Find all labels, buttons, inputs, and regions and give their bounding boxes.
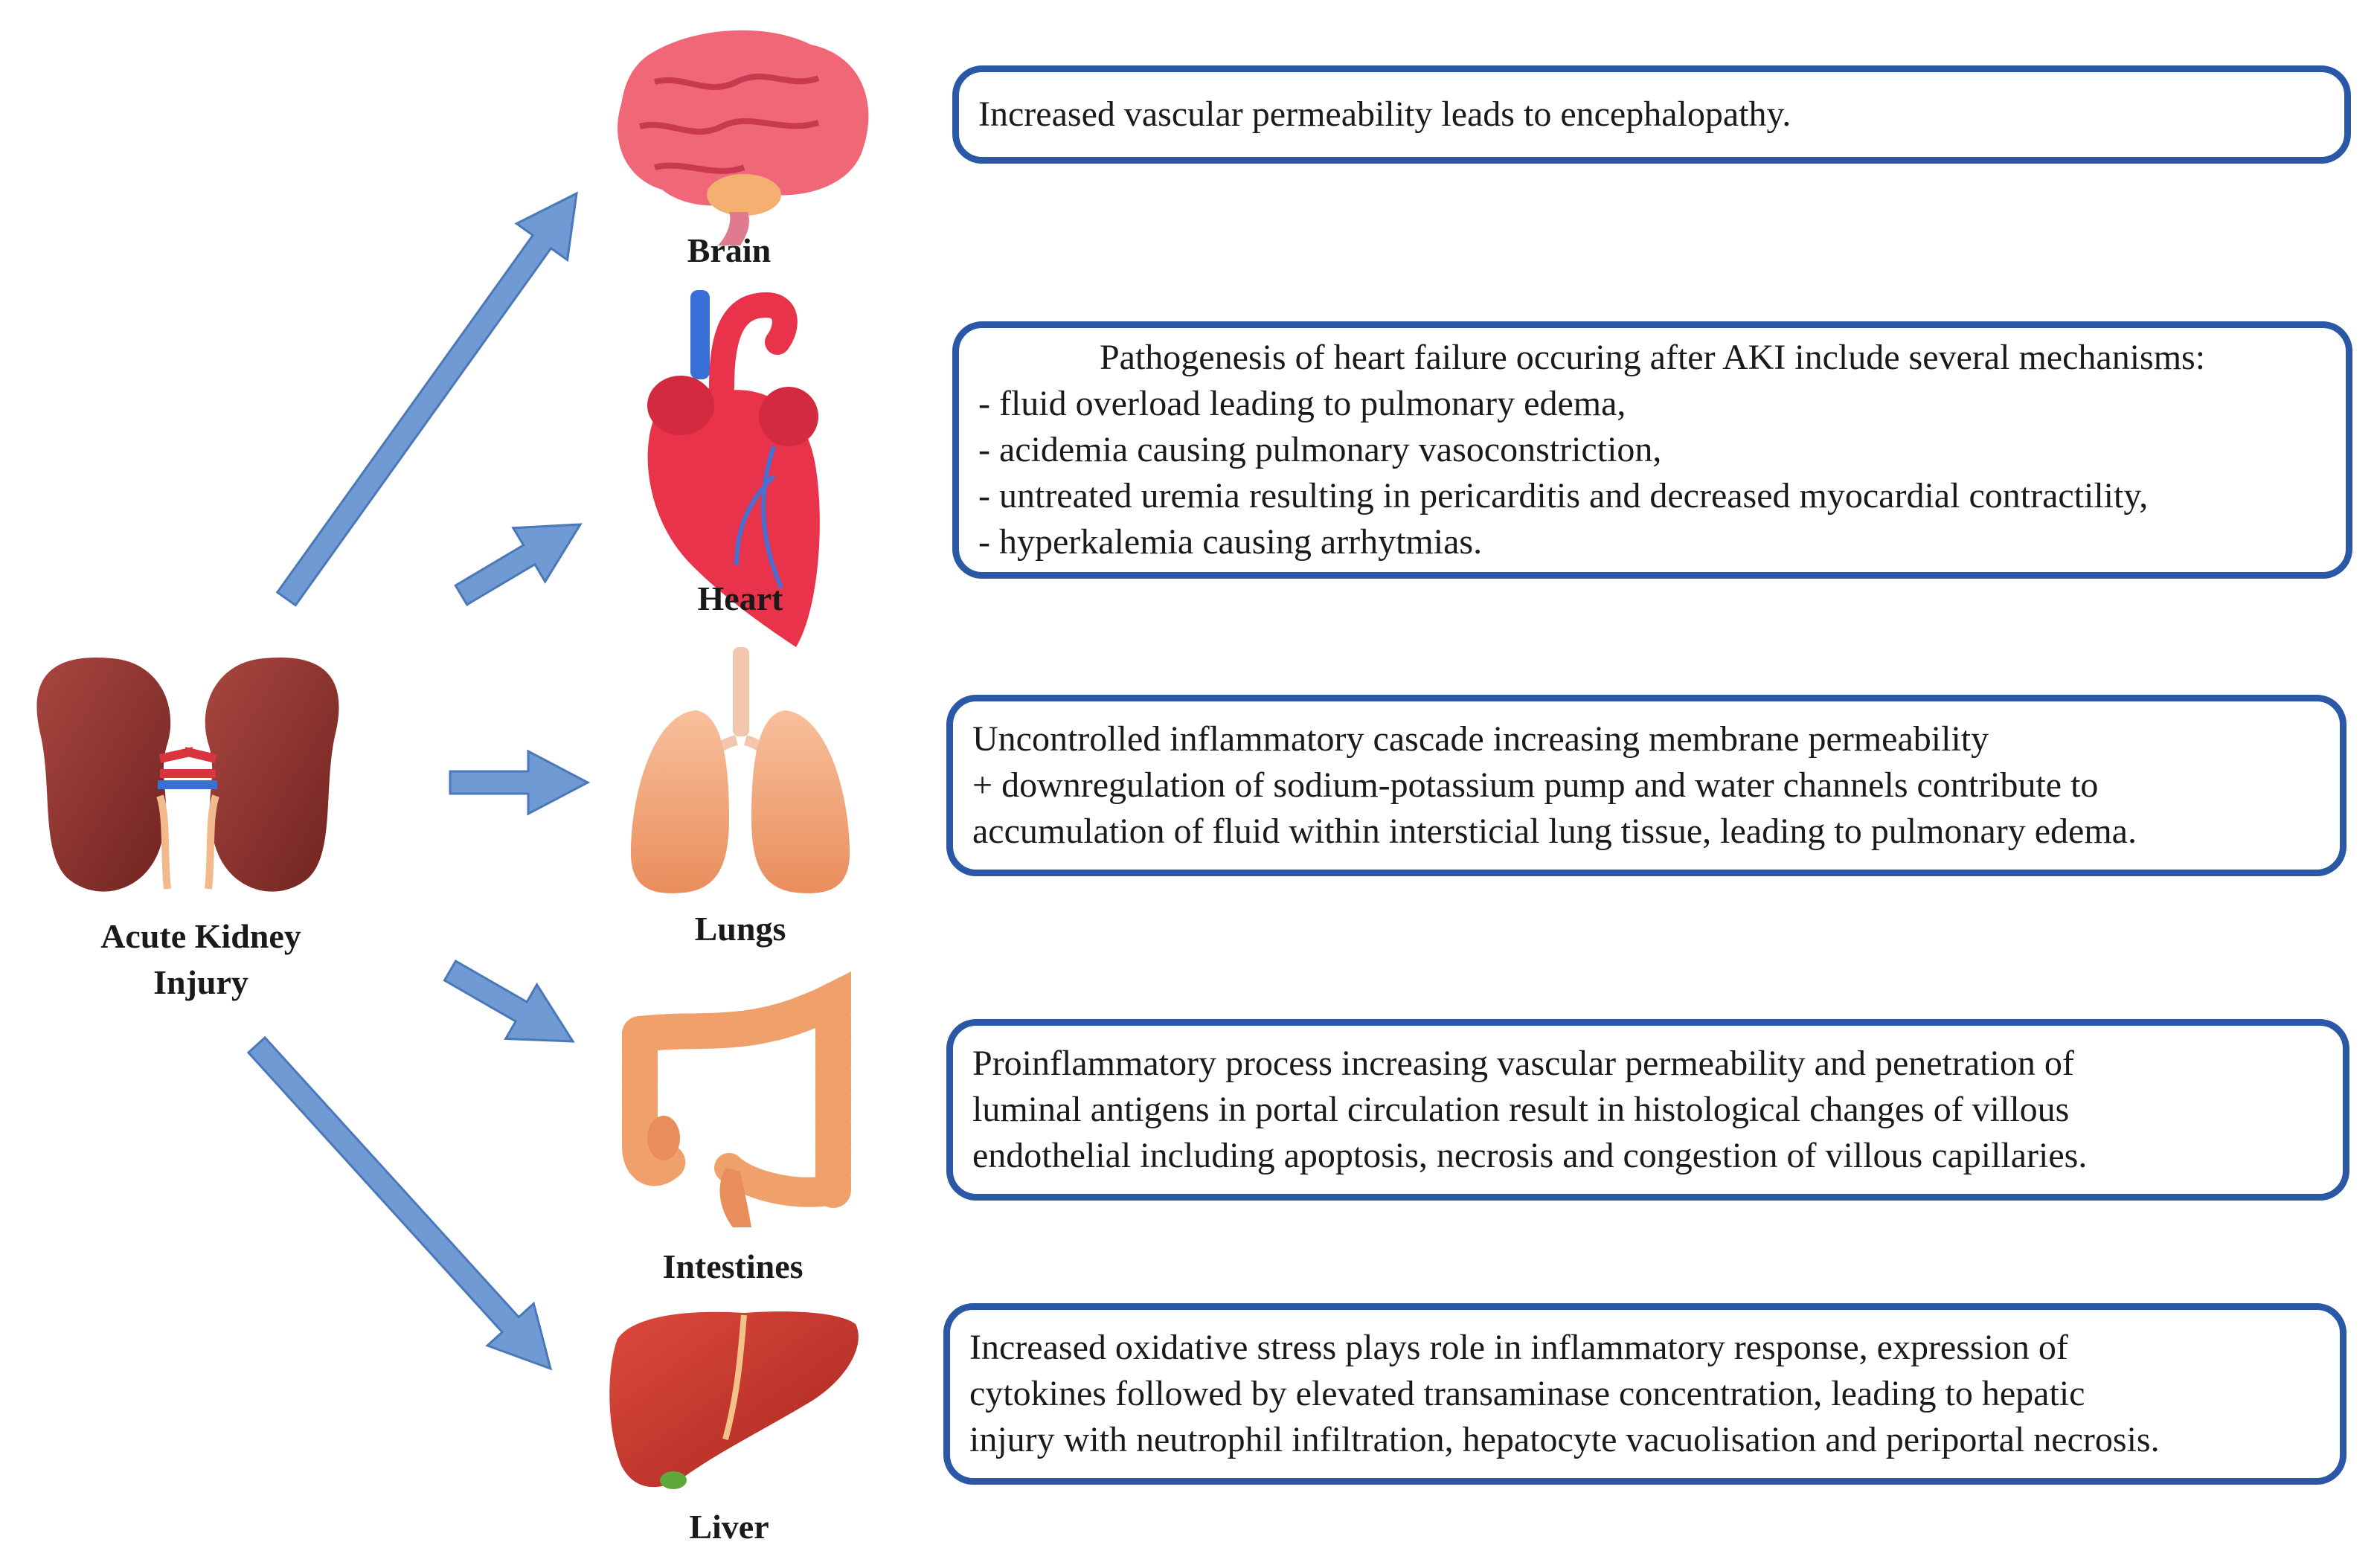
source-label-line2: Injury bbox=[153, 963, 248, 1001]
description-line: - fluid overload leading to pulmonary ed… bbox=[978, 384, 1626, 423]
description-line: Increased vascular permeability leads to… bbox=[978, 94, 1791, 134]
brain-icon bbox=[617, 30, 869, 245]
description-box-lungs: Uncontrolled inflammatory cascade increa… bbox=[946, 695, 2346, 876]
description-line: - hyperkalemia causing arrhytmias. bbox=[978, 522, 1483, 562]
arrow-to-liver bbox=[246, 1035, 553, 1371]
description-line: accumulation of fluid within intersticia… bbox=[972, 812, 2137, 851]
description-line: luminal antigens in portal circulation r… bbox=[972, 1090, 2070, 1129]
description-line: - untreated uremia resulting in pericard… bbox=[978, 476, 2149, 515]
arrow-to-brain bbox=[275, 191, 578, 607]
description-line: Uncontrolled inflammatory cascade increa… bbox=[972, 719, 1989, 759]
organ-label-brain: Brain bbox=[687, 231, 772, 269]
kidneys-icon bbox=[36, 657, 339, 892]
source-label: Acute Kidney Injury bbox=[82, 913, 320, 1006]
arrow-to-lungs bbox=[449, 749, 591, 816]
description-line: + downregulation of sodium-potassium pum… bbox=[972, 765, 2099, 805]
organ-label-intestines: Intestines bbox=[662, 1247, 803, 1285]
source-label-line1: Acute Kidney bbox=[100, 917, 301, 955]
description-box-heart: Pathogenesis of heart failure occuring a… bbox=[952, 321, 2352, 579]
organ-label-heart: Heart bbox=[697, 579, 783, 617]
description-box-brain: Increased vascular permeability leads to… bbox=[952, 65, 2351, 164]
organ-label-liver: Liver bbox=[689, 1508, 769, 1546]
description-line: Proinflammatory process increasing vascu… bbox=[972, 1044, 2074, 1083]
lungs-icon bbox=[630, 647, 850, 893]
intestines-icon bbox=[622, 971, 851, 1227]
description-line: Increased oxidative stress plays role in… bbox=[969, 1328, 2068, 1367]
description-box-liver: Increased oxidative stress plays role in… bbox=[943, 1303, 2346, 1485]
description-line: cytokines followed by elevated transamin… bbox=[969, 1374, 2085, 1413]
description-line: endothelial including apoptosis, necrosi… bbox=[972, 1136, 2088, 1175]
description-line: injury with neutrophil infiltration, hep… bbox=[969, 1420, 2160, 1459]
arrow-to-heart bbox=[454, 523, 583, 606]
arrows-group bbox=[246, 191, 591, 1371]
description-line: Pathogenesis of heart failure occuring a… bbox=[1099, 338, 2206, 377]
arrow-to-intestines bbox=[443, 959, 575, 1043]
organ-label-lungs: Lungs bbox=[694, 910, 786, 948]
description-box-intestines: Proinflammatory process increasing vascu… bbox=[946, 1019, 2349, 1201]
description-line: - acidemia causing pulmonary vasoconstri… bbox=[978, 430, 1662, 469]
liver-icon bbox=[609, 1311, 859, 1489]
heart-icon bbox=[647, 290, 820, 647]
